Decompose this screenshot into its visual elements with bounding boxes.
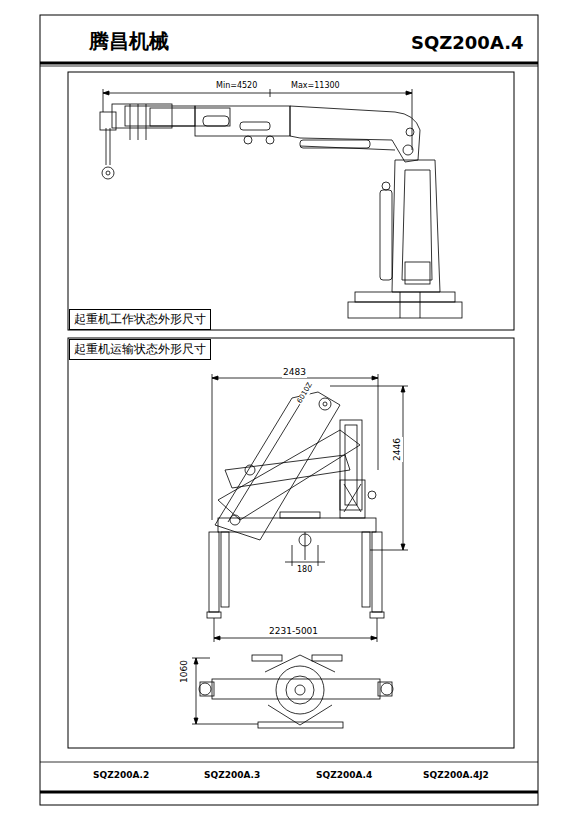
model-number: SQZ200A.4 [315,771,373,781]
panel-caption-box: 起重机运输状态外形尺寸 [69,339,211,360]
dimension-text: Max=11300 [290,82,341,91]
sheet-header: 腾昌机械 [88,30,170,52]
dimension-text: 180 [296,566,313,575]
model-number: SQZ200A.3 [203,771,261,781]
dimension-text: 1060 [180,659,190,684]
dimension-text: 2483 [282,368,307,378]
panel-caption: 起重机运输状态外形尺寸 [74,342,206,356]
model-number: SQZ200A.2 [92,771,150,781]
sheet-header: SQZ200A.4 [410,33,525,53]
panel-caption: 起重机工作状态外形尺寸 [74,312,206,326]
dimension-text: 2231-5001 [268,627,319,637]
dimension-text: Min=4520 [215,82,258,91]
panel-caption-box: 起重机工作状态外形尺寸 [69,309,211,330]
model-number: SQZ200A.4J2 [422,771,490,781]
dimension-text: 2446 [393,437,403,462]
